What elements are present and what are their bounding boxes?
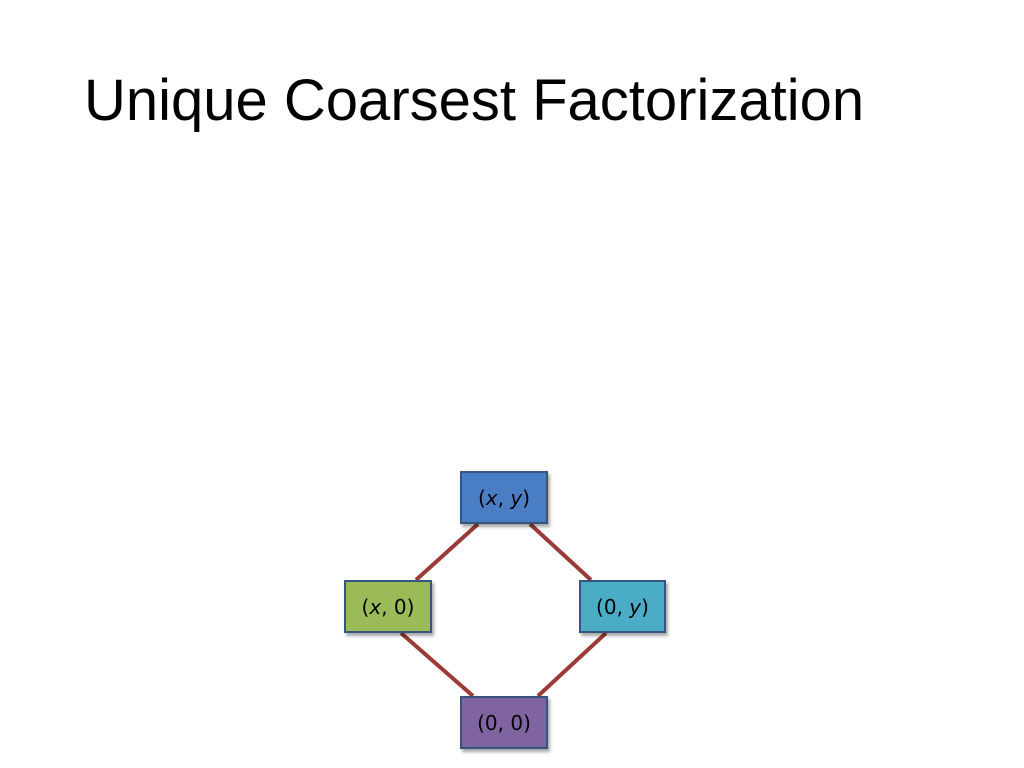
- node-0y-open: (: [596, 594, 604, 619]
- node-00-close: ): [523, 710, 531, 735]
- node-xy: (x, y): [460, 471, 548, 524]
- edge-left-bottom: [399, 631, 475, 698]
- node-0y-a: 0: [603, 594, 617, 619]
- node-0y: (0, y): [579, 580, 666, 633]
- node-xy-open: (: [477, 485, 486, 510]
- node-xy-a: x: [485, 485, 498, 510]
- node-0y-close: ): [641, 594, 649, 619]
- edge-top-left: [414, 522, 480, 582]
- node-xy-close: ): [522, 485, 531, 510]
- node-x0-b: 0: [393, 594, 407, 619]
- node-00-sep: ,: [497, 710, 511, 735]
- node-x0-open: (: [361, 594, 370, 619]
- slide-title: Unique Coarsest Factorization: [84, 68, 865, 133]
- node-x0-sep: ,: [381, 594, 394, 619]
- node-00-b: 0: [510, 710, 524, 735]
- node-00-open: (: [477, 710, 485, 735]
- edge-right-bottom: [536, 631, 608, 698]
- node-x0: (x, 0): [344, 580, 432, 633]
- node-xy-sep: ,: [497, 485, 511, 510]
- node-0y-sep: ,: [616, 594, 630, 619]
- node-00: (0, 0): [460, 696, 548, 749]
- node-00-a: 0: [484, 710, 498, 735]
- node-0y-b: y: [629, 594, 642, 619]
- node-xy-b: y: [510, 485, 523, 510]
- node-x0-a: x: [369, 594, 382, 619]
- node-x0-close: ): [406, 594, 415, 619]
- edge-top-right: [528, 522, 593, 582]
